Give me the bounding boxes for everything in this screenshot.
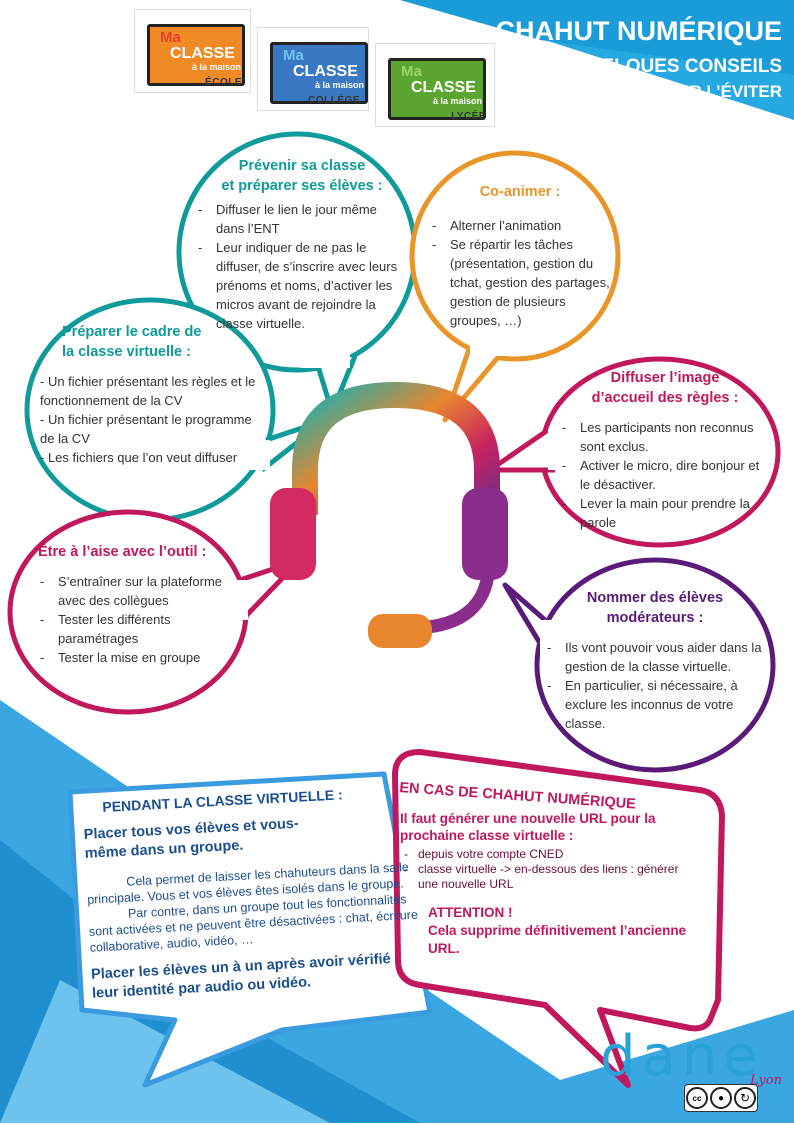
page-title: CHAHUT NUMÉRIQUE (495, 16, 783, 46)
list-item: S’entraîner sur la plateforme avec des c… (38, 572, 238, 610)
etre-block: Être à l’aise avec l’outil : S’entraîner… (38, 542, 238, 667)
dane-logo-mark: dane Lyon (600, 1024, 782, 1089)
nommer-heading-2: modérateurs : (606, 610, 704, 626)
by-icon: ● (710, 1087, 732, 1109)
bubble-pendant (67, 771, 433, 1088)
coanimer-heading: Co-animer : (479, 184, 561, 200)
page-subtitle: QUELQUES CONSEILS (572, 56, 782, 77)
list-item: - Les fichiers que l’on veut diffuser (40, 450, 238, 465)
list-item: classe virtuelle -> en-dessous des liens… (400, 862, 700, 892)
prevenir-heading-2: et préparer ses élèves : (221, 178, 383, 194)
bubble-chahut (392, 749, 725, 1088)
pendant-subheading: Placer tous vos élèves et vous-même dans… (83, 815, 300, 862)
logo-lycee: Ma CLASSE à la maison LYCÉE (376, 44, 494, 126)
list-item: Tester la mise en groupe (38, 648, 238, 667)
list-item: En particulier, si nécessaire, à exclure… (545, 676, 765, 733)
list-item: Alterner l’animation (430, 216, 610, 235)
chahut-block: EN CAS DE CHAHUT NUMÉRIQUE Il faut génér… (399, 780, 700, 958)
list-item: - Un fichier présentant le programme de … (40, 412, 252, 446)
diffuser-heading: Diffuser l’image (610, 370, 720, 386)
list-item: Lever la main pour prendre la parole (560, 494, 770, 532)
diffuser-block: Diffuser l’image d’accueil des règles : … (560, 368, 770, 532)
preparer-block: Préparer le cadre de la classe virtuelle… (40, 322, 258, 467)
nommer-heading: Nommer des élèves (586, 590, 724, 606)
nommer-block: Nommer des élèves modérateurs : Ils vont… (545, 588, 765, 733)
preparer-heading-2: la classe virtuelle : (62, 344, 191, 360)
sa-icon: ↻ (734, 1087, 756, 1109)
diffuser-heading-2: d’accueil des règles : (591, 390, 739, 406)
chahut-warning-title: ATTENTION ! (428, 905, 513, 920)
logo-ecole: Ma CLASSE à la maison ÉCOLE (135, 10, 250, 92)
list-item: Les participants non reconnus sont exclu… (560, 418, 770, 456)
list-item: Se répartir les tâches (présentation, ge… (430, 235, 610, 330)
headset-icon (270, 381, 508, 648)
cc-icon: cc (686, 1087, 708, 1109)
list-item: Ils vont pouvoir vous aider dans la gest… (545, 638, 765, 676)
list-item: Activer le micro, dire bonjour et le dés… (560, 456, 770, 494)
list-item: Tester les différents paramétrages (38, 610, 238, 648)
pendant-block: PENDANT LA CLASSE VIRTUELLE : Placer tou… (82, 783, 422, 1004)
list-item: - Un fichier présentant les règles et le… (40, 374, 256, 408)
list-item: Diffuser le lien le jour même dans l’ENT (196, 200, 408, 238)
dane-city: Lyon (749, 1073, 782, 1088)
coanimer-block: Co-animer : Alterner l’animation Se répa… (430, 182, 610, 330)
preparer-heading: Préparer le cadre de (62, 324, 202, 340)
chahut-subheading: Il faut générer une nouvelle URL pour la… (400, 811, 656, 843)
dane-logo: dane Lyon cc ● ↻ (600, 1020, 794, 1125)
list-item: Leur indiquer de ne pas le diffuser, de … (196, 238, 408, 333)
dane-wordmark: dane (600, 1024, 764, 1089)
prevenir-block: Prévenir sa classe et préparer ses élève… (196, 156, 408, 333)
cc-license-badge: cc ● ↻ (684, 1084, 758, 1112)
etre-heading: Être à l’aise avec l’outil : (38, 544, 207, 560)
logo-college: Ma CLASSE à la maison COLLÈGE (258, 28, 368, 110)
prevenir-heading: Prévenir sa classe (238, 158, 366, 174)
page-subtitle-2: POUR L’ÉVITER (652, 82, 782, 101)
list-item: depuis votre compte CNED (400, 847, 700, 862)
chahut-warning-text: Cela supprime définitivement l’ancienne … (428, 923, 687, 956)
